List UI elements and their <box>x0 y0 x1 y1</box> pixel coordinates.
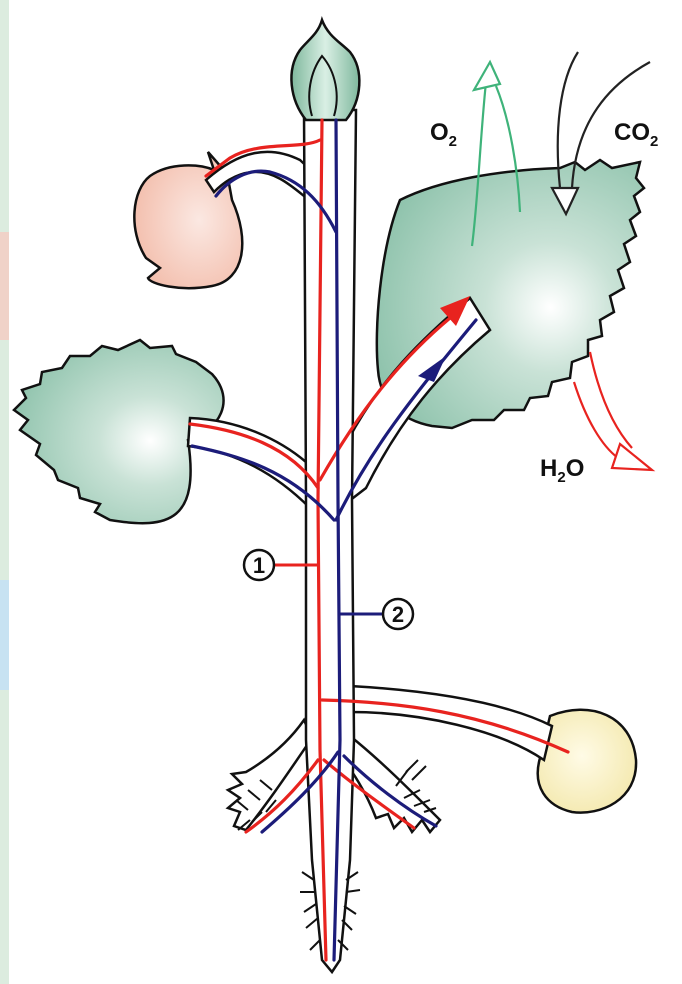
water-label: H2O <box>540 455 584 486</box>
oxygen-label: O2 <box>430 119 457 150</box>
water-arrow <box>574 352 632 458</box>
bud <box>291 20 359 120</box>
vessel-1-number: 1 <box>253 553 265 578</box>
vessel-2-number: 2 <box>392 602 404 627</box>
tuber-stolon <box>350 686 552 760</box>
oxygen-arrowhead <box>474 62 500 90</box>
main-stem <box>304 110 356 972</box>
carbon-dioxide-label: CO2 <box>614 119 658 150</box>
